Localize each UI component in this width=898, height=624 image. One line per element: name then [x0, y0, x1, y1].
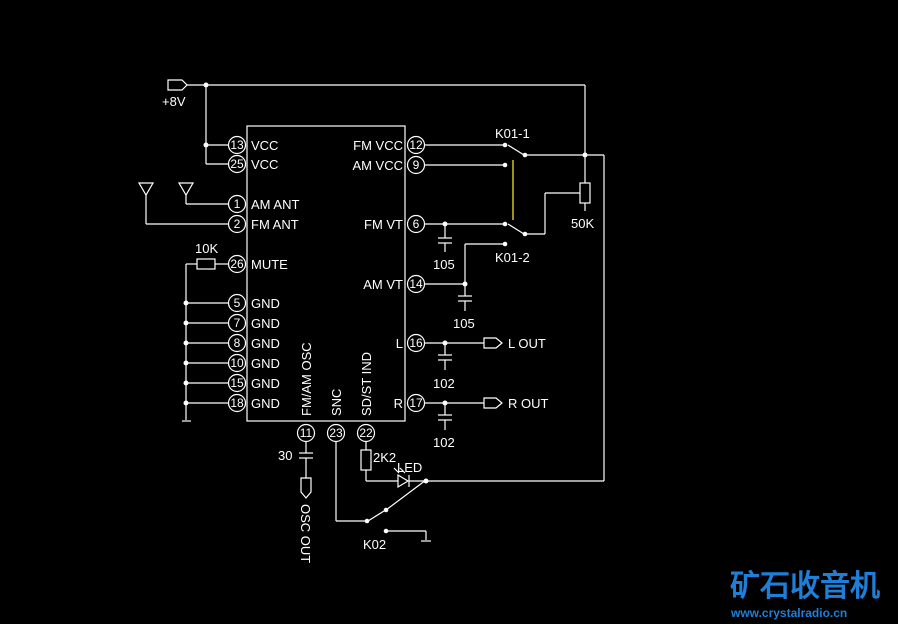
- l-output: L OUT 102: [425, 336, 546, 391]
- svg-text:K01-1: K01-1: [495, 126, 530, 141]
- svg-text:2K2: 2K2: [373, 450, 396, 465]
- svg-text:GND: GND: [251, 376, 280, 391]
- right-pin-labels: FM VCC AM VCC FM VT AM VT L R: [352, 138, 403, 411]
- svg-text:GND: GND: [251, 336, 280, 351]
- svg-text:VCC: VCC: [251, 138, 278, 153]
- svg-text:FM/AM OSC: FM/AM OSC: [299, 342, 314, 416]
- svg-text:R OUT: R OUT: [508, 396, 549, 411]
- led-indicator: 2K2 LED: [360, 442, 604, 489]
- svg-text:13: 13: [230, 138, 244, 152]
- svg-text:AM VT: AM VT: [363, 277, 403, 292]
- svg-text:FM ANT: FM ANT: [251, 217, 299, 232]
- svg-text:L: L: [396, 336, 403, 351]
- svg-text:2: 2: [234, 217, 241, 231]
- switch-k01-1: K01-1: [425, 126, 588, 168]
- left-pins: 13 25 1 2 26 5 7 8 10 15 18: [227, 135, 247, 413]
- svg-text:18: 18: [230, 396, 244, 410]
- svg-text:1: 1: [234, 197, 241, 211]
- svg-text:GND: GND: [251, 356, 280, 371]
- svg-text:www.crystalradio.cn: www.crystalradio.cn: [730, 606, 847, 620]
- antenna-fm: [137, 182, 228, 225]
- svg-text:23: 23: [329, 426, 343, 440]
- svg-text:LED: LED: [397, 460, 422, 475]
- switch-k02: K02: [335, 442, 431, 552]
- svg-text:矿石收音机: 矿石收音机: [730, 569, 880, 604]
- svg-text:16: 16: [409, 336, 423, 350]
- svg-text:105: 105: [453, 316, 475, 331]
- svg-text:AM VCC: AM VCC: [352, 158, 403, 173]
- svg-text:10: 10: [230, 356, 244, 370]
- svg-text:102: 102: [433, 435, 455, 450]
- osc-output: 30 OSC OUT: [278, 442, 313, 563]
- right-pins: 12 9 6 14 16 17: [406, 135, 426, 413]
- svg-text:25: 25: [230, 157, 244, 171]
- svg-text:12: 12: [409, 138, 423, 152]
- svg-text:OSC OUT: OSC OUT: [298, 504, 313, 563]
- svg-text:7: 7: [234, 316, 241, 330]
- svg-text:FM VT: FM VT: [364, 217, 403, 232]
- svg-text:SNC: SNC: [329, 389, 344, 416]
- svg-text:17: 17: [409, 396, 423, 410]
- cap-amvt: 105: [425, 281, 475, 331]
- svg-text:30: 30: [278, 448, 292, 463]
- svg-text:15: 15: [230, 376, 244, 390]
- svg-text:GND: GND: [251, 316, 280, 331]
- svg-text:VCC: VCC: [251, 157, 278, 172]
- svg-text:50K: 50K: [571, 216, 594, 231]
- svg-text:L OUT: L OUT: [508, 336, 546, 351]
- svg-text:K02: K02: [363, 537, 386, 552]
- switch-k01-2: K01-2: [425, 221, 545, 296]
- power-terminal: [167, 79, 188, 91]
- antenna-am: [177, 182, 228, 205]
- svg-text:11: 11: [300, 426, 313, 440]
- svg-text:14: 14: [409, 277, 423, 291]
- svg-text:K01-2: K01-2: [495, 250, 530, 265]
- r-output: R OUT 102: [425, 396, 549, 450]
- svg-text:MUTE: MUTE: [251, 257, 288, 272]
- mute-resistor: 10K: [186, 241, 228, 270]
- cap-fmvt: 105: [433, 221, 455, 272]
- svg-text:AM ANT: AM ANT: [251, 197, 299, 212]
- svg-text:8: 8: [234, 336, 241, 350]
- left-pin-labels: VCC VCC AM ANT FM ANT MUTE GND GND GND G…: [251, 138, 299, 411]
- svg-text:R: R: [394, 396, 403, 411]
- svg-text:9: 9: [413, 158, 420, 172]
- svg-text:102: 102: [433, 376, 455, 391]
- svg-text:22: 22: [359, 426, 373, 440]
- svg-text:GND: GND: [251, 396, 280, 411]
- svg-text:10K: 10K: [195, 241, 218, 256]
- svg-text:FM VCC: FM VCC: [353, 138, 403, 153]
- svg-text:105: 105: [433, 257, 455, 272]
- power-label: +8V: [162, 94, 186, 109]
- svg-text:26: 26: [230, 257, 244, 271]
- pot-50k: 50K: [544, 155, 594, 234]
- svg-text:5: 5: [234, 296, 241, 310]
- svg-text:SD/ST IND: SD/ST IND: [359, 352, 374, 416]
- bottom-pins: 11 23 22: [296, 423, 376, 443]
- watermark: 矿石收音机 www.crystalradio.cn: [730, 569, 880, 620]
- bottom-pin-labels: FM/AM OSC SNC SD/ST IND: [299, 342, 374, 416]
- svg-text:GND: GND: [251, 296, 280, 311]
- ic-body: [246, 125, 406, 422]
- svg-text:6: 6: [413, 217, 420, 231]
